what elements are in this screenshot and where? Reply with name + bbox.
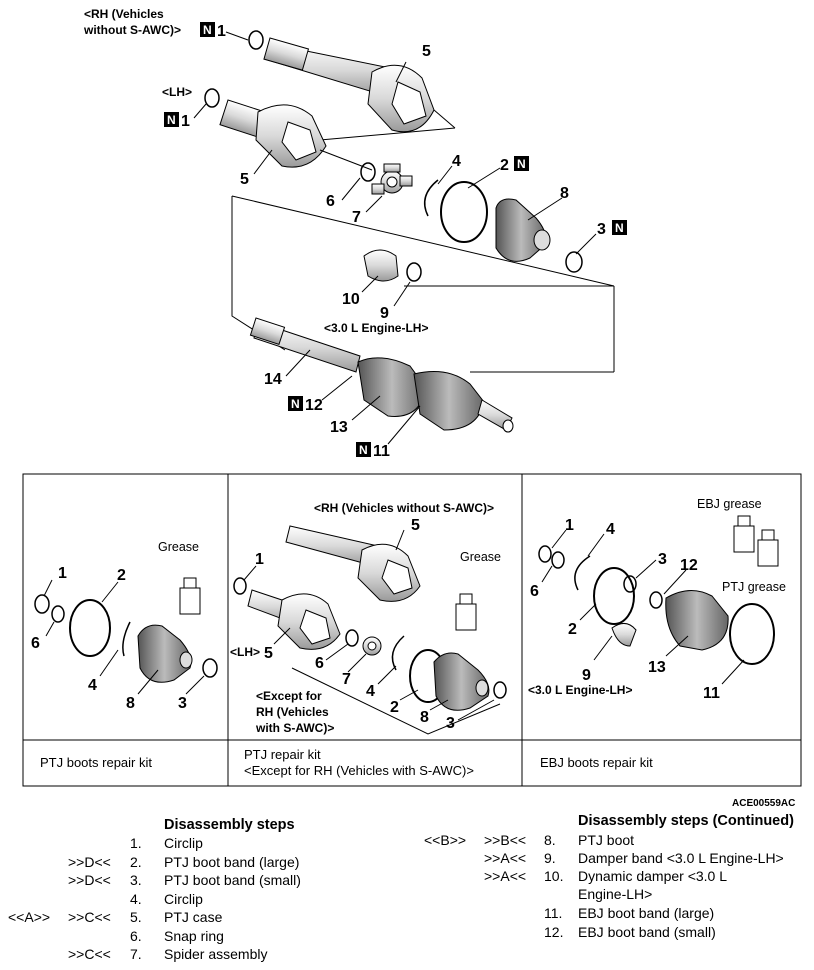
kit2-callout-1: 1 [255, 551, 264, 568]
callout-14: 14 [264, 371, 282, 388]
kit3-callout-12: 12 [680, 557, 698, 574]
grease-tube [179, 577, 201, 615]
kit-ptj-caption-line2: <Except for RH (Vehicles with S-AWC)> [244, 763, 474, 778]
callout-12: 12 [305, 397, 323, 414]
kit3-callout-11: 11 [703, 685, 720, 702]
kit2-callout-6: 6 [315, 655, 324, 672]
callout-2: 2 [500, 157, 509, 174]
kit-ebj-grease-label: EBJ grease [697, 497, 762, 511]
svg-text:N: N [517, 157, 526, 171]
kit2-callout-8: 8 [420, 709, 429, 726]
kit1-callout-4: 4 [88, 677, 97, 694]
figure-code: ACE00559AC [732, 798, 795, 809]
n-badge-11: N [356, 442, 371, 457]
n-badge-3: N [612, 220, 627, 235]
svg-text:N: N [615, 221, 624, 235]
kit-ptj-caption-line1: PTJ repair kit [244, 747, 321, 762]
callout-7: 7 [352, 209, 361, 226]
callout-13: 13 [330, 419, 348, 436]
rh-label-line2: without S-AWC)> [83, 23, 181, 37]
boot-band-small [565, 251, 583, 273]
kit-ptj-grease-label: Grease [460, 550, 501, 564]
kit2-callout-7: 7 [342, 671, 351, 688]
kit-ptj-boots-caption: PTJ boots repair kit [40, 755, 152, 770]
engine-label: <3.0 L Engine-LH> [324, 321, 428, 335]
n-badge-lh: N [164, 112, 179, 127]
callout-3: 3 [597, 221, 606, 238]
kit2-callout-2: 2 [390, 699, 399, 716]
lh-ptj-case-shaft [219, 99, 373, 171]
kit-table [22, 473, 802, 787]
kit3-callout-9: 9 [582, 667, 591, 684]
circlip-rh [248, 30, 264, 50]
kit3-callout-13: 13 [648, 659, 666, 676]
dynamic-damper [363, 249, 399, 282]
boot-band-large [440, 181, 488, 243]
kit-ebj-boots-caption: EBJ boots repair kit [540, 755, 653, 770]
callout-8: 8 [560, 185, 569, 202]
svg-text:N: N [167, 113, 176, 127]
kit-ptj-lh-label: <LH> [230, 645, 260, 659]
kit1-callout-6: 6 [31, 635, 40, 652]
grease-tube [455, 593, 477, 631]
kit2-callout-4: 4 [366, 683, 375, 700]
lh-label: <LH> [162, 85, 192, 99]
kit3-callout-2: 2 [568, 621, 577, 638]
callout-9: 9 [380, 305, 389, 322]
callout-1-rh: 1 [217, 23, 226, 40]
kit2-callout-5-lh: 5 [264, 645, 273, 662]
svg-text:N: N [203, 23, 212, 37]
callout-10: 10 [342, 291, 360, 308]
rh-label-line1: <RH (Vehicles [84, 7, 164, 21]
kit-ptj-rh-label: <RH (Vehicles without S-AWC)> [314, 501, 494, 515]
circlip-lh [204, 88, 220, 108]
kit-ptj-boots-grease-label: Grease [158, 540, 199, 554]
upper-exploded-view [193, 30, 615, 445]
n-badge-12: N [288, 396, 303, 411]
kit-ptj-illustration [233, 525, 507, 735]
kit3-callout-3: 3 [658, 551, 667, 568]
svg-text:N: N [291, 397, 300, 411]
callout-5-lh: 5 [240, 171, 249, 188]
ebj-shaft-assembly [249, 317, 514, 433]
circlip-4 [423, 179, 439, 217]
callout-5-rh: 5 [422, 43, 431, 60]
spider-assembly [371, 163, 413, 195]
kit1-callout-1: 1 [58, 565, 67, 582]
callout-6: 6 [326, 193, 335, 210]
kit-ptj-except-line1: <Except for [256, 689, 322, 703]
n-badge-rh: N [200, 22, 215, 37]
kit2-callout-5-rh: 5 [411, 517, 420, 534]
kit3-callout-4: 4 [606, 521, 615, 538]
kit3-callout-1: 1 [565, 517, 574, 534]
rh-ptj-case-shaft [263, 37, 435, 133]
snap-ring [360, 162, 376, 182]
ptj-boot [495, 198, 551, 262]
svg-text:N: N [359, 443, 368, 457]
n-badge-2: N [514, 156, 529, 171]
damper-band [406, 262, 422, 282]
kit3-callout-6: 6 [530, 583, 539, 600]
callout-11: 11 [373, 443, 390, 460]
kit-ptj-boots-illustration [34, 577, 218, 695]
kit-ptj-except-line3: with S-AWC)> [255, 721, 334, 735]
ebj-grease-tube [733, 515, 755, 553]
callout-1-lh: 1 [181, 113, 190, 130]
kit1-callout-3: 3 [178, 695, 187, 712]
callout-4: 4 [452, 153, 461, 170]
ptj-grease-tube [757, 529, 779, 567]
kit-ebj-boots-illustration [538, 515, 779, 685]
kit-ptj-except-line2: RH (Vehicles [256, 705, 329, 719]
kit1-callout-8: 8 [126, 695, 135, 712]
kit1-callout-2: 2 [117, 567, 126, 584]
kit2-callout-3: 3 [446, 715, 455, 732]
kit-ptj-grease-label-ebj: PTJ grease [722, 580, 786, 594]
kit-ebj-engine-label: <3.0 L Engine-LH> [528, 683, 632, 697]
